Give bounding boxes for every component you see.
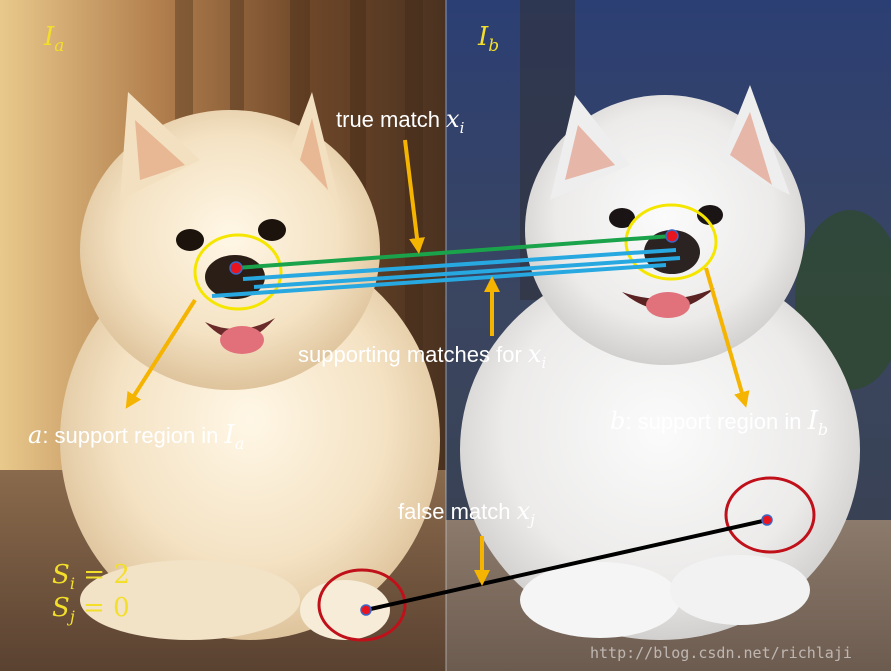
right-image-label: Ib [477, 22, 499, 56]
keypoint-false-left [360, 604, 372, 616]
supporting-match-line-3 [211, 263, 667, 298]
false-match-label: false match xj [398, 497, 535, 529]
region-a-arrow [125, 298, 197, 409]
support-region-a-circle [193, 233, 283, 311]
region-b-label: b: support region in Ib [610, 406, 828, 439]
supporting-match-line-1 [242, 248, 677, 281]
supporting-match-line-2 [253, 256, 681, 289]
keypoint-b [665, 229, 679, 243]
region-b-arrow [704, 267, 750, 408]
watermark: http://blog.csdn.net/richlaji [590, 644, 852, 662]
true-match-arrow [403, 139, 425, 254]
supporting-matches-label: supporting matches for xi [298, 340, 546, 372]
image-right [446, 0, 891, 671]
score-sj: Sj = 0 [52, 593, 130, 626]
region-a-label: a: support region in Ia [28, 420, 244, 453]
left-image-label: Ia [43, 22, 64, 56]
false-match-line [365, 518, 768, 612]
true-match-line [235, 234, 673, 270]
false-match-circle-left [317, 568, 407, 642]
support-region-b-circle [624, 203, 718, 281]
true-match-label: true match xi [336, 105, 465, 137]
score-si: Si = 2 [52, 560, 130, 593]
false-match-circle-right [724, 476, 816, 554]
keypoint-a [229, 261, 243, 275]
keypoint-false-right [761, 514, 773, 526]
